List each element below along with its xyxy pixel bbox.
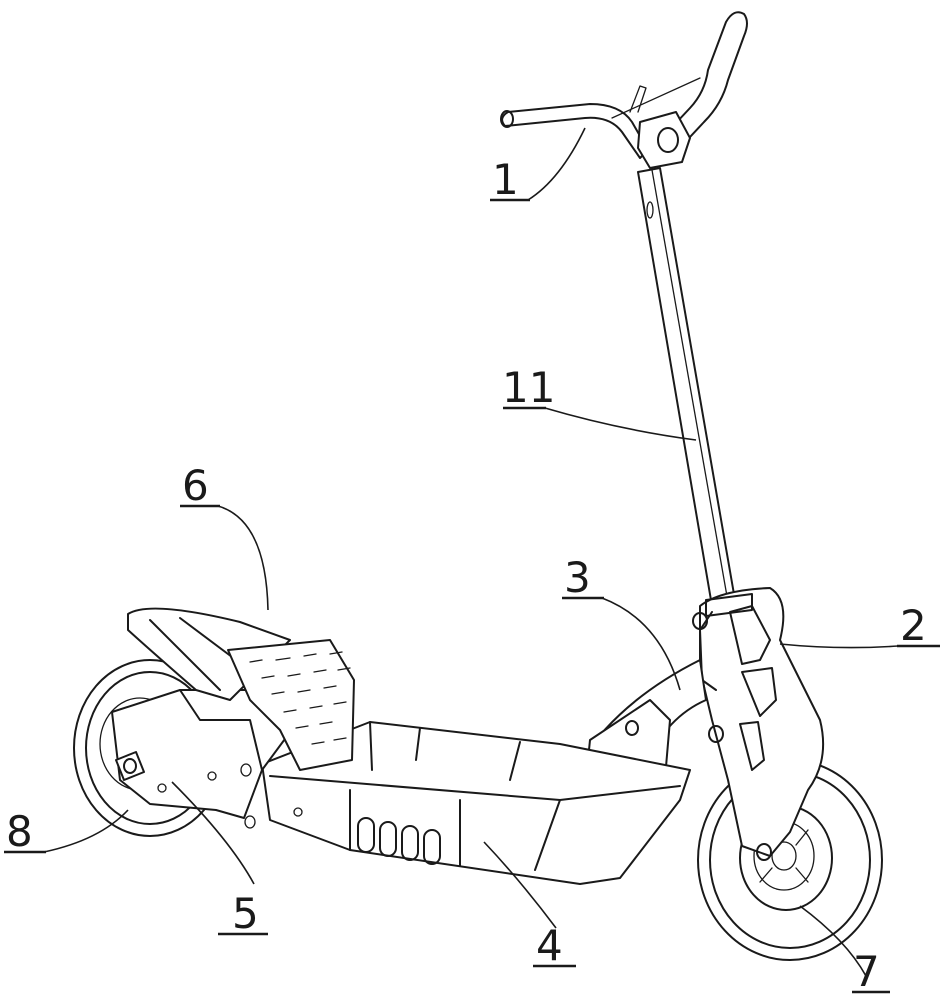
handlebar [501, 12, 747, 168]
label-seat-bracket: 6 [182, 461, 209, 510]
stem [638, 168, 735, 606]
leader-2 [780, 644, 898, 648]
label-deck: 4 [536, 921, 563, 970]
label-rear-wheel: 8 [6, 807, 33, 856]
label-front-fork: 2 [900, 601, 927, 650]
leader-3 [602, 598, 680, 690]
leader-1 [528, 128, 585, 200]
label-front-wheel: 7 [853, 947, 880, 996]
label-frame: 3 [564, 553, 591, 602]
label-stem: 11 [502, 363, 555, 412]
label-motor-housing: 5 [232, 889, 259, 938]
leader-6 [218, 506, 268, 610]
leader-11 [545, 408, 696, 440]
label-handlebar: 1 [492, 155, 519, 204]
